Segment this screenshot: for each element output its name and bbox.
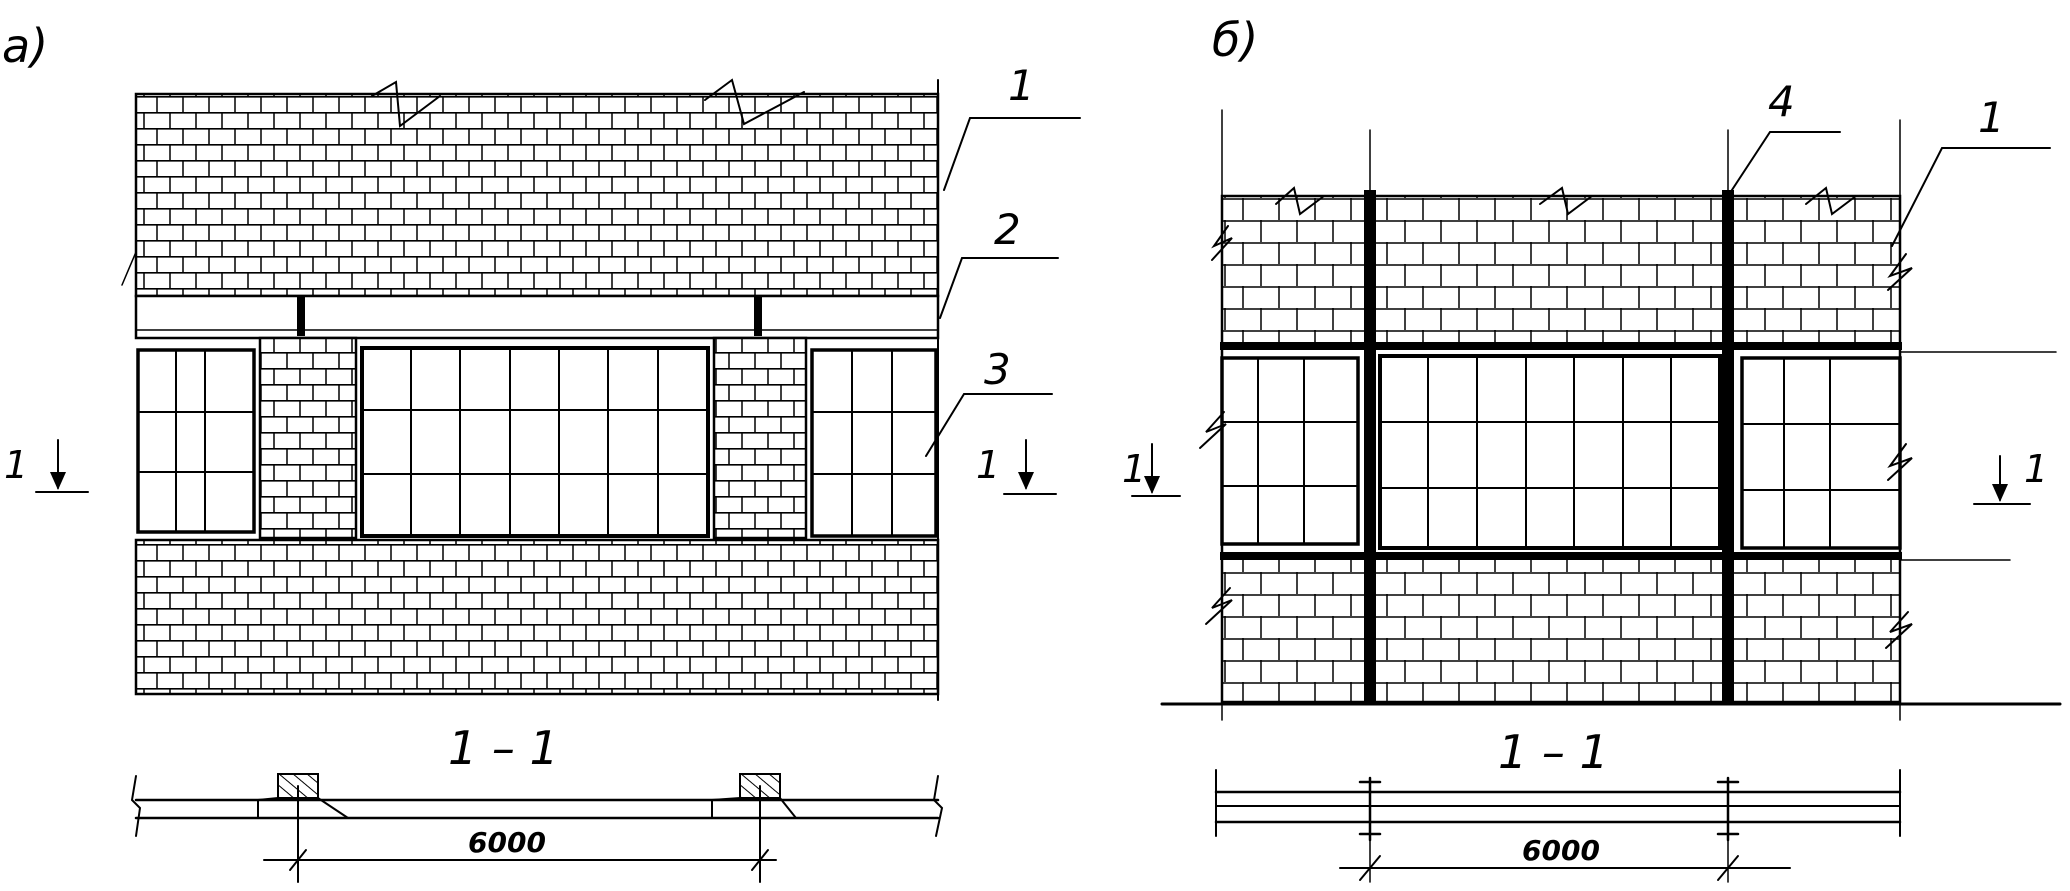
panel-a-callout-1: 1 xyxy=(1008,61,1035,110)
svg-text:1: 1 xyxy=(976,443,1000,487)
panel-b-section-mark-right: 1 xyxy=(1973,447,2048,505)
panel-b-beam-upper xyxy=(1220,342,1902,350)
panel-b-column-left xyxy=(1364,190,1376,704)
svg-text:1: 1 xyxy=(2024,447,2048,491)
panel-a-letter: а) xyxy=(2,19,48,73)
panel-b-window-left xyxy=(1220,356,1360,546)
panel-b-section-title: 1 – 1 xyxy=(1498,725,1609,779)
panel-a-section-title: 1 – 1 xyxy=(448,721,559,775)
panel-b-column-right xyxy=(1722,190,1734,704)
panel-a-break-mark-2 xyxy=(704,78,805,126)
panel-b-break-top-1 xyxy=(1275,186,1325,216)
panel-a-lintel-band xyxy=(134,294,940,340)
panel-a-masonry-bottom xyxy=(134,538,940,696)
panel-a-callout-1-leader xyxy=(943,117,1081,191)
panel-a: а) xyxy=(2,19,1081,883)
panel-b-break-top-2 xyxy=(1539,186,1593,216)
panel-b-masonry-bottom xyxy=(1220,556,1902,704)
panel-a-break-mark-1 xyxy=(371,80,441,128)
panel-b-break-right-3 xyxy=(1885,611,1913,649)
panel-b-callout-1-leader xyxy=(1891,147,2051,247)
panel-b-beam-lower xyxy=(1220,552,1902,560)
panel-a-section-mark-right: 1 xyxy=(976,439,1057,495)
panel-a-left-tick xyxy=(121,251,137,286)
panel-a-window-center xyxy=(360,346,710,538)
panel-a-lintel-post-right xyxy=(754,296,762,336)
panel-a-section-mark-left: 1 xyxy=(4,439,89,493)
panel-a-callout-3: 3 xyxy=(984,345,1011,394)
panel-a-callout-3-leader xyxy=(925,393,1053,457)
panel-b-window-right xyxy=(1740,356,1902,550)
panel-a-callout-2: 2 xyxy=(994,205,1021,254)
panel-b-callout-4: 4 xyxy=(1768,77,1795,126)
panel-a-pier-left xyxy=(258,336,358,540)
panel-b-callout-4-leader xyxy=(1727,131,1841,197)
panel-a-span-dimension: 6000 xyxy=(468,826,546,859)
svg-text:1: 1 xyxy=(4,443,28,487)
panel-b: б) xyxy=(1122,13,2062,883)
panel-b-plan-section xyxy=(1214,769,1902,883)
panel-b-window-center xyxy=(1378,354,1722,550)
panel-a-window-left xyxy=(136,348,256,534)
panel-b-break-left-2 xyxy=(1199,411,1227,449)
panel-b-break-right-1 xyxy=(1887,253,1913,291)
panel-a-plan-section xyxy=(130,773,944,883)
panel-b-masonry-top xyxy=(1220,194,1902,348)
panel-a-masonry-top xyxy=(134,92,940,298)
panel-a-window-right xyxy=(810,348,938,538)
svg-text:1: 1 xyxy=(1122,447,1146,491)
panel-b-letter: б) xyxy=(1212,13,1258,67)
panel-a-lintel-post-left xyxy=(297,296,305,336)
panel-b-span-dimension: 6000 xyxy=(1522,834,1600,867)
panel-a-pier-right xyxy=(712,336,808,540)
panel-b-break-left-1 xyxy=(1211,225,1233,261)
panel-b-break-left-3 xyxy=(1205,587,1233,625)
panel-a-callout-2-leader xyxy=(939,257,1059,319)
panel-b-break-right-2 xyxy=(1887,443,1913,481)
panel-b-callout-1: 1 xyxy=(1978,93,2005,142)
panel-b-break-top-3 xyxy=(1805,186,1857,216)
panel-b-section-mark-left: 1 xyxy=(1122,443,1181,497)
